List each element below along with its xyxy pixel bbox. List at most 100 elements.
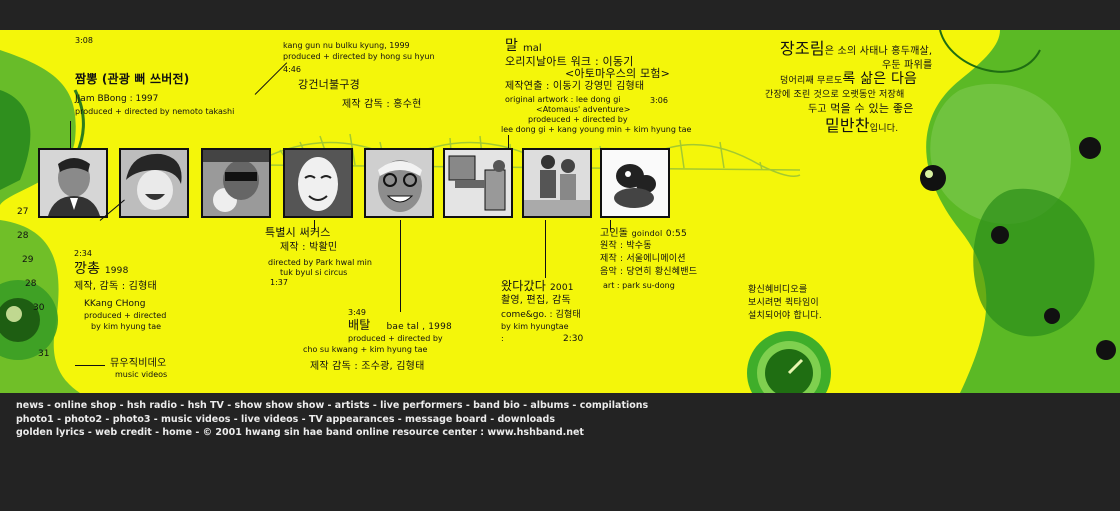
video-thumbnail-circus[interactable] [283, 148, 353, 218]
connector-line [610, 220, 611, 230]
baetal-time: 3:49 [348, 308, 366, 317]
footer-link-golden-lyrics[interactable]: golden lyrics [16, 427, 85, 438]
mal-sub-ko: <아토마우스의 모험> [565, 67, 671, 80]
intro-line-5: 두고 먹을 수 있는 좋은 [808, 102, 914, 116]
quicktime-notice-2: 보시려면 퀵타임이 [748, 298, 819, 308]
man-portrait-thumbnail-icon [40, 150, 106, 216]
footer-link-home[interactable]: home [162, 427, 193, 438]
kangchong-title-ko: 깡총 [74, 261, 101, 277]
quicktime-notice-3: 설치되어야 합니다. [748, 311, 822, 321]
laughing-face-thumbnail-icon [121, 150, 187, 216]
baetal-credit-1: produced + directed by [348, 334, 443, 343]
bulku-director-ko: 제작 감독 : 홍수현 [342, 99, 422, 110]
mal-artwork-ko: 오리지날아트 워크 : 이동기 [505, 55, 634, 68]
footer-link-hsh-tv[interactable]: hsh TV [187, 400, 224, 411]
intro-big-word: 밑반찬 [825, 116, 870, 135]
watda-year: 2001 [549, 283, 574, 293]
mal-credit-2: lee dong gi + kang young min + kim hyung… [501, 125, 692, 134]
footer-link-photo2[interactable]: photo2 [64, 413, 103, 425]
smiling-old-man-thumbnail-icon [366, 150, 432, 216]
connector-line [75, 365, 105, 366]
watda-time: 2:30 [563, 334, 584, 344]
video-thumbnail-goindol[interactable] [600, 148, 670, 218]
footer-link-downloads[interactable]: downloads [497, 413, 555, 425]
goindol-production-ko: 제작 : 서울에니메이션 [600, 254, 686, 264]
baetal-credit-2: cho su kwang + kim hyung tae [303, 345, 428, 354]
kangchong-director-ko: 제작, 감독 : 김형태 [74, 281, 157, 292]
footer-link-show-show-show[interactable]: show show show [234, 400, 325, 411]
mal-artwork-en: original artwork : lee dong gi [505, 95, 621, 104]
watda-title-line: 왔다갔다 2001 [501, 279, 574, 294]
intro-text: 덩어리째 무르도 [780, 76, 843, 86]
footer-copyright: © 2001 hwang sin hae band online resourc… [202, 427, 584, 438]
footer-link-web-credit[interactable]: web credit [95, 427, 152, 438]
footer-link-news[interactable]: news [16, 400, 44, 411]
circus-title-en: tuk byul si circus [280, 268, 348, 277]
footer-link-tv-appearances[interactable]: TV appearances [308, 413, 395, 425]
connector-line [314, 220, 315, 230]
video-thumbnail-bulku[interactable] [201, 148, 271, 218]
connector-line [70, 121, 71, 148]
quicktime-notice-1: 황신혜비디오를 [748, 285, 808, 295]
kangchong-title-line: 깡총 1998 [74, 261, 129, 277]
circus-time: 1:37 [270, 278, 288, 287]
sunglasses-face-thumbnail-icon [203, 150, 269, 216]
goindol-title-line: 고인돌 goindol 0:55 [600, 228, 687, 240]
footer-link-photo3[interactable]: photo3 [112, 413, 151, 425]
kangchong-time: 2:34 [74, 249, 92, 258]
intro-line-2: 우둔 파위를 [882, 60, 933, 71]
baetal-title-ko: 배탈 [348, 318, 371, 332]
connector-line [508, 135, 509, 148]
intro-line-1: 장조림은 소의 사태나 홍두깨살, [780, 39, 933, 58]
mask-thumbnail-icon [285, 150, 351, 216]
footer-row-2: photo1 - photo2 - photo3 - music videos … [16, 413, 555, 425]
video-thumbnail-mal[interactable] [443, 148, 513, 218]
kangchong-year: 1998 [104, 266, 129, 276]
music-video-label-ko: 뮤우직비데오 [110, 358, 167, 369]
intro-text: 입니다. [869, 124, 899, 134]
footer-link-online-shop[interactable]: online shop [54, 400, 117, 411]
robot-art-thumbnail-icon [445, 150, 511, 216]
video-thumbnail-kangchong[interactable] [119, 148, 189, 218]
intro-text: 은 소의 사태나 홍두깨살, [824, 46, 933, 57]
goindol-art-en: art : park su-dong [603, 281, 675, 290]
footer-link-artists[interactable]: artists [334, 400, 370, 411]
intro-line-4: 간장에 조린 것으로 오랫동안 저장해 [765, 90, 905, 100]
intro-line-3: 덩어리째 무르도록 삶은 다음 [780, 71, 917, 87]
footer-link-compilations[interactable]: compilations [579, 400, 649, 411]
bulku-credit: produced + directed by hong su hyun [283, 52, 435, 61]
bulku-time: 4:46 [283, 65, 301, 74]
circus-director-ko: 제작 : 박활민 [280, 242, 338, 253]
baetal-director-ko: 제작 감독 : 조수광, 김형태 [310, 361, 425, 372]
circus-title-ko: 특별시 써커스 [265, 226, 331, 239]
video-thumbnail-jjambbong[interactable] [38, 148, 108, 218]
kangchong-credit-1: produced + directed [84, 311, 167, 320]
watda-title-ko: 왔다갔다 [501, 279, 546, 293]
side-number: 29 [22, 255, 34, 265]
footer-link-photo1[interactable]: photo1 [16, 413, 54, 425]
video-thumbnail-baetal[interactable] [364, 148, 434, 218]
cartoon-dog-thumbnail-icon [602, 150, 668, 216]
watda-separator: : [501, 334, 504, 343]
jjambbong-title-ko: 짬뽕 (관광 뻐 쓰버전) [75, 72, 190, 86]
baetal-title-en: bae tal , 1998 [386, 322, 452, 332]
footer-link-band-bio[interactable]: band bio [473, 400, 520, 411]
footer-link-music-videos[interactable]: music videos [161, 413, 231, 425]
watda-director-ko: 김형태 [555, 310, 581, 320]
intro-text: 먹을 수 있는 좋은 [830, 102, 914, 115]
footer-link-message-board[interactable]: message board [405, 413, 487, 425]
connector-line [400, 220, 401, 312]
watda-title-en: come&go. : [501, 310, 553, 320]
footer-row-1: news - online shop - hsh radio - hsh TV … [16, 400, 649, 411]
footer-link-albums[interactable]: albums [530, 400, 570, 411]
side-number: 31 [38, 349, 50, 359]
footer-link-live-performers[interactable]: live performers [380, 400, 463, 411]
footer-link-live-videos[interactable]: live videos [240, 413, 299, 425]
connector-line [545, 220, 546, 278]
jjambbong-time: 3:08 [75, 36, 93, 45]
goindol-music-ko: 음악 : 당연히 황신혜밴드 [600, 267, 698, 277]
jjambbong-credit: produced + directed by nemoto takashi [75, 107, 235, 116]
footer-link-hsh-radio[interactable]: hsh radio [126, 400, 177, 411]
video-thumbnail-watda[interactable] [522, 148, 592, 218]
goindol-time: 0:55 [665, 229, 687, 239]
